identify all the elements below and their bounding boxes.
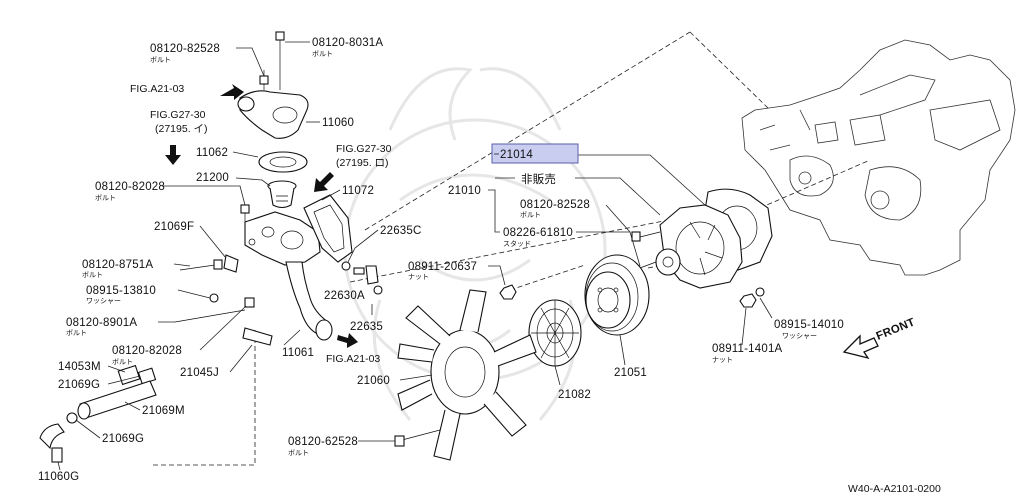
part-sublabel: ナット: [408, 273, 429, 281]
part-label[interactable]: 11061: [282, 347, 314, 359]
part-label[interactable]: 21010: [448, 185, 481, 197]
part-label[interactable]: 08915-14010: [774, 319, 844, 331]
selected-part-highlight: [491, 143, 579, 164]
part-number-labels: 08120-82528 ボルト 08120-8031A ボルト FIG.A21-…: [38, 37, 844, 483]
figure-reference-sublabel: (27195. ロ): [336, 157, 389, 169]
arrow-fig-g27-30-left: [165, 145, 181, 165]
part-label[interactable]: 08120-62528: [288, 436, 358, 448]
part-label[interactable]: 08120-82528: [150, 43, 220, 55]
part-label[interactable]: 21069G: [102, 433, 144, 445]
dashed-reference-lines: [150, 31, 871, 466]
arrow-fig-g27-30-right: [314, 172, 334, 192]
part-sublabel: ナット: [712, 356, 733, 364]
selected-part-number[interactable]: 21014: [500, 149, 533, 161]
arrow-fig-a21-03-top: [220, 84, 244, 100]
figure-reference-sublabel: (27195. イ): [155, 123, 208, 135]
engine-block-outline: [741, 39, 1016, 276]
part-sublabel: ワッシャー: [86, 297, 121, 305]
part-label[interactable]: 22630A: [324, 290, 365, 302]
part-label[interactable]: 08120-82028: [112, 345, 182, 357]
part-label[interactable]: 08120-82028: [95, 181, 165, 193]
part-sublabel: ボルト: [288, 449, 309, 457]
part-sublabel: ワッシャー: [782, 332, 817, 340]
part-label[interactable]: 22635: [350, 321, 383, 333]
part-label[interactable]: 11072: [342, 185, 374, 197]
thermostat-housing-group: [39, 31, 383, 463]
part-label[interactable]: 21051: [614, 367, 647, 379]
water-pump-group: [394, 188, 773, 461]
diagram-code: W40-A-A2101-0200: [848, 483, 941, 495]
leader-lines: [57, 41, 773, 471]
part-label[interactable]: 21069F: [154, 221, 194, 233]
part-label[interactable]: 08120-82528: [520, 199, 590, 211]
part-label[interactable]: 08120-8751A: [82, 259, 153, 271]
part-label[interactable]: 21069G: [58, 379, 100, 391]
part-sublabel: ボルト: [312, 50, 333, 58]
figure-reference-label[interactable]: FIG.A21-03: [130, 83, 184, 95]
part-label[interactable]: 08911-20637: [408, 261, 477, 273]
part-label[interactable]: 14053M: [58, 361, 101, 373]
arrow-fig-a21-03-bot: [337, 333, 358, 348]
front-direction-arrow: [842, 334, 879, 360]
part-sublabel: ボルト: [66, 329, 87, 337]
part-sublabel: スタッド: [503, 239, 531, 248]
part-label[interactable]: 11060: [322, 117, 354, 129]
figure-reference-label[interactable]: FIG.G27-30: [150, 109, 206, 121]
part-label[interactable]: 21060: [357, 375, 390, 387]
part-label[interactable]: 08226-61810: [503, 227, 573, 239]
part-label[interactable]: 08911-1401A: [712, 343, 783, 355]
figure-reference-label[interactable]: FIG.A21-03: [326, 353, 380, 365]
part-sublabel: ボルト: [112, 358, 133, 366]
figure-reference-label[interactable]: FIG.G27-30: [336, 143, 392, 155]
part-label[interactable]: 11062: [196, 147, 228, 159]
part-label[interactable]: 11060G: [38, 471, 79, 483]
figure-reference-arrows: [165, 84, 358, 348]
part-label[interactable]: 21069M: [142, 405, 185, 417]
part-sublabel: ボルト: [82, 271, 103, 279]
front-label: FRONT: [875, 316, 917, 342]
part-sublabel: ボルト: [150, 56, 171, 64]
part-label[interactable]: 08915-13810: [86, 285, 156, 297]
part-label[interactable]: 08120-8031A: [312, 37, 383, 49]
part-label[interactable]: 21082: [558, 389, 591, 401]
part-label[interactable]: 08120-8901A: [66, 317, 137, 329]
part-label[interactable]: 22635C: [380, 225, 421, 237]
part-label[interactable]: 非販売: [521, 173, 556, 186]
part-sublabel: ボルト: [520, 211, 541, 219]
part-sublabel: ボルト: [95, 194, 116, 202]
part-label[interactable]: 21045J: [180, 367, 219, 379]
part-label[interactable]: 21200: [196, 172, 229, 184]
